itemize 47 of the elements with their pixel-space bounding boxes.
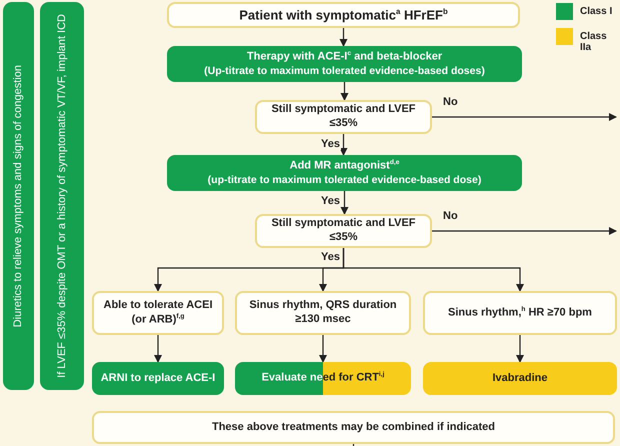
legend-label: Class I — [580, 6, 612, 17]
box-text: Sinus rhythm, QRS duration ≥130 msec — [248, 299, 398, 327]
arrow — [432, 227, 617, 235]
arrow — [516, 335, 524, 363]
side-bar-text: If LVEF ≤35% despite OMT or a history of symptomatic VT/VF, implant ICD — [54, 14, 69, 378]
edge-label: Yes — [320, 195, 341, 208]
box-text: Ivabradine — [492, 372, 548, 386]
treatment-box — [92, 362, 224, 395]
decision-box — [255, 100, 432, 134]
edge-label: No — [442, 96, 459, 108]
side-bar-text: Diuretics to relieve symptoms and signs of congestion — [11, 64, 26, 328]
arrow — [340, 191, 348, 215]
process-box — [92, 411, 615, 444]
arrow — [342, 248, 524, 292]
box-text: Still symptomatic and LVEF ≤35% — [270, 217, 417, 245]
arrow — [432, 113, 617, 121]
process-box — [92, 291, 224, 335]
box-text: ARNI to replace ACE-I — [100, 372, 216, 386]
treatment-box — [167, 155, 522, 191]
arrow — [340, 82, 348, 101]
box-subtitle: (up-titrate to maximum tolerated evidence-based dose) — [208, 174, 482, 187]
box-text: Sinus rhythm,$^{h}$ HR ≥70 bpm — [448, 306, 592, 320]
arrow — [340, 134, 348, 156]
side-bar — [40, 2, 84, 390]
box-text: Therapy with ACE-I$^{c}$ and beta-blocker — [246, 50, 442, 65]
treatment-box — [167, 46, 522, 82]
process-box — [235, 291, 411, 335]
box-text: Able to tolerate ACEI (or ARB)$^{f,g}$ — [102, 298, 214, 328]
decision-box — [255, 214, 432, 248]
process-box — [423, 291, 617, 335]
box-text: Patient with symptomatic$^{a}$ HFrEF$^{b}$ — [239, 6, 448, 24]
treatment-box — [423, 362, 617, 395]
box-text: These above treatments may be combined if indicated — [212, 420, 496, 434]
box-text: Still symptomatic and LVEF ≤35% — [270, 103, 417, 131]
edge-label: Yes — [320, 251, 341, 264]
edge-label: Yes — [320, 138, 341, 150]
side-bar — [3, 2, 34, 390]
process-box — [167, 2, 520, 28]
box-subtitle: (Up-titrate to maximum tolerated evidence-based doses) — [204, 64, 485, 78]
arrow — [340, 28, 348, 47]
connector-line — [352, 444, 354, 446]
arrow — [319, 335, 327, 363]
treatment-box — [235, 362, 411, 395]
arrow — [154, 335, 162, 363]
edge-label: No — [442, 210, 459, 222]
box-text: Add MR antagonist$^{d,e}$ — [290, 159, 400, 174]
legend-label: Class IIa — [580, 31, 608, 53]
